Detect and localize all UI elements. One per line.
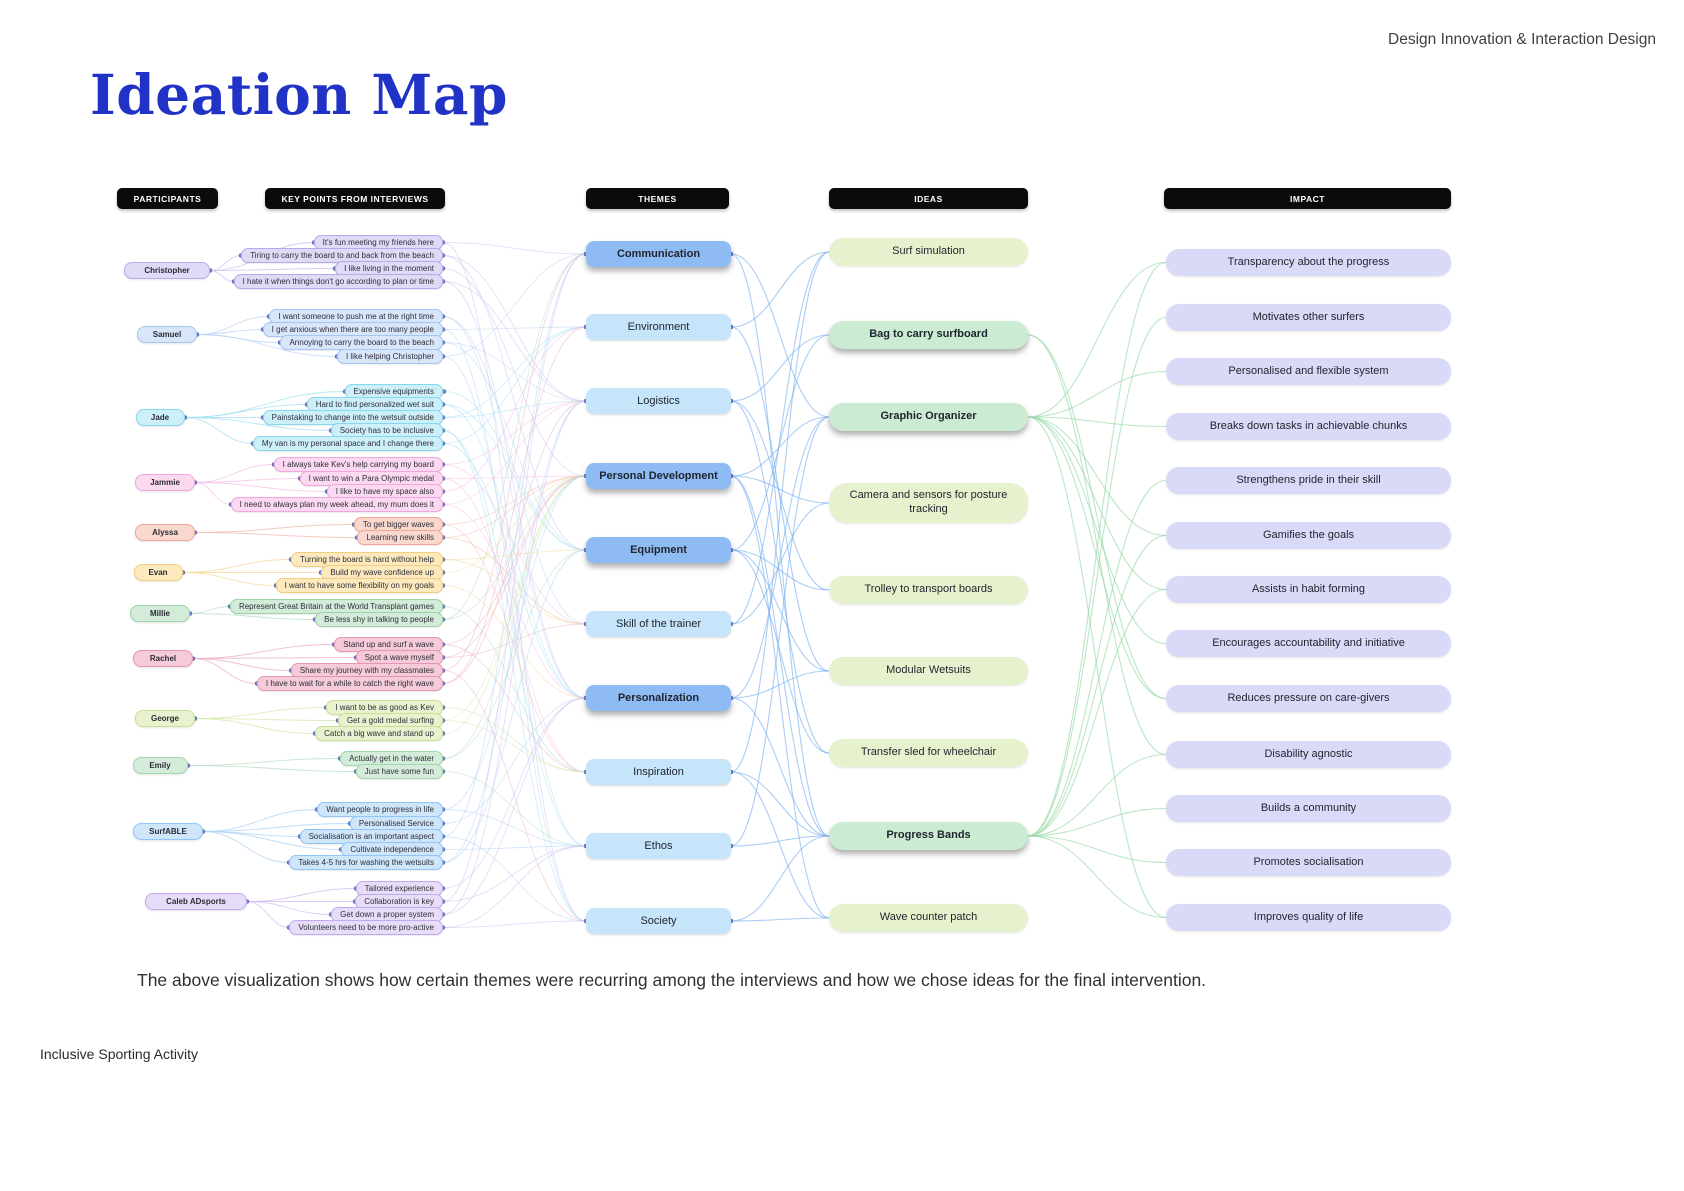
participant-pill: Jade <box>135 409 185 426</box>
idea-pill: Camera and sensors for posture tracking <box>829 483 1028 523</box>
idea-pill: Wave counter patch <box>829 904 1028 932</box>
keypoint-pill: Annoying to carry the board to the beach <box>280 335 443 350</box>
keypoint-pill: I have to wait for a while to catch the … <box>256 676 443 691</box>
keypoint-pill: I need to always plan my week ahead, my … <box>230 497 443 512</box>
participant-pill: Caleb ADsports <box>145 893 247 910</box>
idea-pill: Trolley to transport boards <box>829 576 1028 604</box>
theme-pill: Society <box>586 908 731 934</box>
keypoint-pill: Catch a big wave and stand up <box>315 726 443 741</box>
impact-pill: Encourages accountability and initiative <box>1166 629 1451 657</box>
impact-pill: Personalised and flexible system <box>1166 357 1451 385</box>
idea-pill: Progress Bands <box>829 822 1028 850</box>
participant-pill: Emily <box>132 757 188 774</box>
keypoint-pill: I always take Kev's help carrying my boa… <box>273 457 443 472</box>
impact-pill: Assists in habit forming <box>1166 575 1451 603</box>
idea-pill: Modular Wetsuits <box>829 657 1028 685</box>
theme-pill: Personalization <box>586 685 731 711</box>
participant-pill: George <box>135 710 195 727</box>
column-header-participants: PARTICIPANTS <box>117 188 218 209</box>
impact-pill: Gamifies the goals <box>1166 521 1451 549</box>
keypoint-pill: Learning new skills <box>357 530 443 545</box>
participant-pill: Rachel <box>133 650 193 667</box>
footer-label: Inclusive Sporting Activity <box>40 1046 198 1062</box>
impact-pill: Breaks down tasks in achievable chunks <box>1166 412 1451 440</box>
theme-pill: Skill of the trainer <box>586 611 731 637</box>
keypoint-pill: I want to have some flexibility on my go… <box>275 578 443 593</box>
impact-pill: Disability agnostic <box>1166 740 1451 768</box>
theme-pill: Equipment <box>586 537 731 563</box>
column-header-ideas: IDEAS <box>829 188 1028 209</box>
keypoint-pill: My van is my personal space and I change… <box>252 436 443 451</box>
theme-pill: Personal Development <box>586 463 731 489</box>
participant-pill: Alyssa <box>135 524 195 541</box>
idea-pill: Surf simulation <box>829 238 1028 266</box>
keypoint-pill: Be less shy in talking to people <box>315 612 443 627</box>
impact-pill: Promotes socialisation <box>1166 848 1451 876</box>
impact-pill: Reduces pressure on care-givers <box>1166 684 1451 712</box>
participant-pill: Jammie <box>135 474 195 491</box>
theme-pill: Environment <box>586 314 731 340</box>
theme-pill: Inspiration <box>586 759 731 785</box>
column-header-keypoints: KEY POINTS FROM INTERVIEWS <box>265 188 445 209</box>
keypoint-pill: I hate it when things don't go according… <box>233 274 443 289</box>
impact-pill: Transparency about the progress <box>1166 248 1451 276</box>
page-title: Ideation Map <box>90 62 508 127</box>
column-header-themes: THEMES <box>586 188 729 209</box>
impact-pill: Builds a community <box>1166 794 1451 822</box>
impact-pill: Improves quality of life <box>1166 903 1451 931</box>
course-label: Design Innovation & Interaction Design <box>1388 31 1656 48</box>
theme-pill: Ethos <box>586 833 731 859</box>
impact-pill: Motivates other surfers <box>1166 303 1451 331</box>
caption-text: The above visualization shows how certai… <box>137 970 1207 990</box>
theme-pill: Logistics <box>586 388 731 414</box>
participant-pill: Millie <box>130 605 190 622</box>
ideation-map-diagram: PARTICIPANTS KEY POINTS FROM INTERVIEWS … <box>117 188 1451 935</box>
participant-pill: Samuel <box>137 326 197 343</box>
column-header-impact: IMPACT <box>1164 188 1451 209</box>
idea-pill: Bag to carry surfboard <box>829 321 1028 349</box>
keypoint-pill: Just have some fun <box>355 764 443 779</box>
keypoint-pill: Volunteers need to be more pro-active <box>289 920 443 935</box>
idea-pill: Transfer sled for wheelchair <box>829 739 1028 767</box>
theme-pill: Communication <box>586 241 731 267</box>
participant-pill: SurfABLE <box>133 823 203 840</box>
keypoint-pill: Want people to progress in life <box>317 802 443 817</box>
participant-pill: Evan <box>133 564 183 581</box>
impact-pill: Strengthens pride in their skill <box>1166 466 1451 494</box>
keypoint-pill: I like helping Christopher <box>336 349 443 364</box>
participant-pill: Christopher <box>124 262 210 279</box>
idea-pill: Graphic Organizer <box>829 403 1028 431</box>
keypoint-pill: Takes 4-5 hrs for washing the wetsuits <box>289 855 443 870</box>
